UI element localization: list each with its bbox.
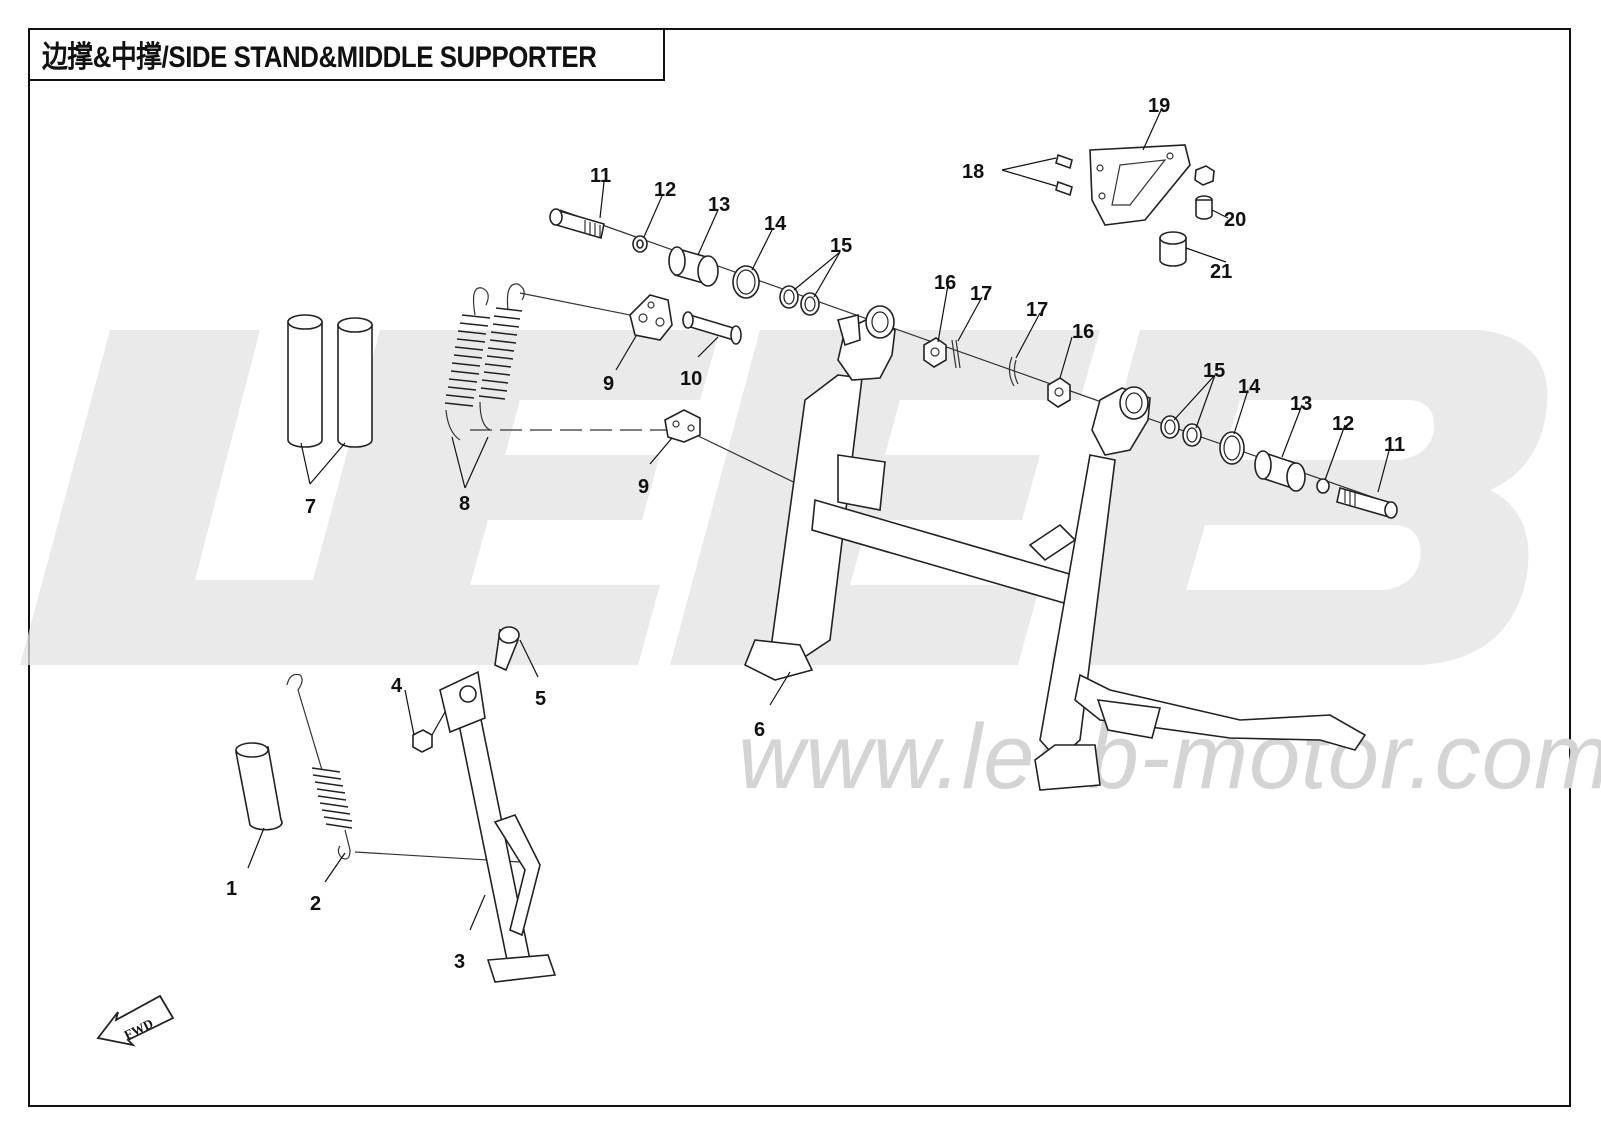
callout-16-left: 16 [934, 272, 956, 294]
callout-19: 19 [1148, 95, 1170, 117]
callout-12-right: 12 [1332, 413, 1354, 435]
callout-13-left: 13 [708, 194, 730, 216]
callout-5: 5 [535, 688, 546, 710]
callout-17-left: 17 [970, 283, 992, 305]
callout-10: 10 [680, 368, 702, 390]
part-2-spring [286, 673, 353, 860]
part-6-middle-stand [743, 305, 1367, 791]
part-8-springs [444, 283, 525, 441]
assembly-axis-upper [559, 209, 1111, 406]
callout-15-left: 15 [830, 235, 852, 257]
callout-21: 21 [1210, 261, 1232, 283]
part-1-sleeve [235, 742, 283, 831]
callout-18: 18 [962, 161, 984, 183]
callout-1: 1 [226, 878, 237, 900]
callout-7: 7 [305, 496, 316, 518]
callout-labels: 1 2 3 4 5 6 7 8 9 9 10 11 11 12 12 13 13… [226, 95, 1405, 973]
part-10-pin [682, 311, 742, 345]
callout-16-right: 16 [1072, 321, 1094, 343]
callout-4: 4 [391, 675, 403, 697]
callout-17-right: 17 [1026, 299, 1048, 321]
callout-8: 8 [459, 493, 470, 515]
callout-13-right: 13 [1290, 393, 1312, 415]
part-7-sleeves [287, 314, 373, 448]
spring-top-line [519, 292, 646, 319]
spring-plate-axis [689, 431, 811, 491]
fwd-arrow-icon: FWD [96, 994, 175, 1047]
callout-2: 2 [310, 893, 321, 915]
callout-14-right: 14 [1238, 376, 1261, 398]
callout-20: 20 [1224, 209, 1246, 231]
shaft-stack-left [549, 208, 820, 316]
part-16-17-nuts-pins [923, 337, 1071, 408]
callout-9-upper: 9 [603, 373, 614, 395]
callout-11-right: 11 [1384, 434, 1405, 456]
callout-3: 3 [454, 951, 465, 973]
shaft-stack-right [1160, 415, 1398, 519]
title-box: 边撑&中撑/SIDE STAND&MIDDLE SUPPORTER [28, 28, 665, 81]
assembly-axis-upper-right [1109, 404, 1396, 506]
leader-lines [247, 107, 1391, 931]
part-3-side-stand [412, 626, 557, 983]
callout-14-left: 14 [764, 213, 787, 235]
diagram-frame [28, 28, 1571, 1107]
callout-9-lower: 9 [638, 476, 649, 498]
callout-11-left: 11 [590, 165, 611, 187]
callout-12-left: 12 [654, 179, 676, 201]
callout-6: 6 [754, 719, 765, 741]
part-19-bracket [1055, 144, 1215, 267]
part-9-plates [629, 294, 701, 443]
callout-15-right: 15 [1203, 360, 1225, 382]
page-title: 边撑&中撑/SIDE STAND&MIDDLE SUPPORTER [42, 40, 597, 74]
